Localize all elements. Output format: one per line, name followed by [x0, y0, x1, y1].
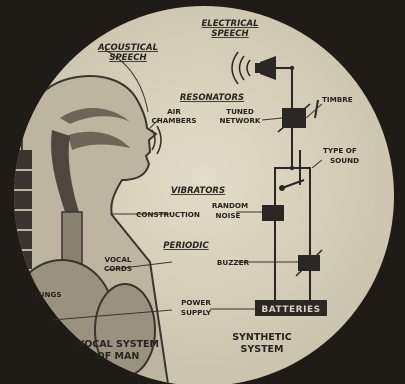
- resonators-label: RESONATORS: [180, 93, 244, 103]
- electrical-label-2: SPEECH: [211, 29, 248, 39]
- vibrators-label: VIBRATORS: [171, 186, 225, 196]
- vocal-system-label-2: OF MAN: [97, 351, 140, 362]
- random-noise-box: [262, 205, 284, 221]
- synthetic-label-2: SYSTEM: [241, 344, 284, 355]
- acoustical-label-1: ACOUSTICAL: [97, 43, 158, 53]
- tuned-label-2: NETWORK: [220, 116, 261, 125]
- timbre-label: TIMBRE: [322, 95, 353, 104]
- random-label-1: RANDOM: [212, 201, 248, 210]
- spine: [14, 150, 32, 384]
- tuned-label-1: TUNED: [226, 107, 254, 116]
- periodic-label: PERIODIC: [163, 241, 209, 251]
- electrical-label-1: ELECTRICAL: [201, 19, 258, 29]
- type-label-1: TYPE OF: [323, 146, 357, 155]
- random-label-2: NOISE: [216, 211, 241, 220]
- vocal-system-label-1: VOCAL SYSTEM: [77, 339, 159, 350]
- batteries-label: BATTERIES: [261, 305, 320, 315]
- acoustical-label-2: SPEECH: [109, 53, 146, 63]
- lungs-label: LUNGS: [34, 290, 61, 299]
- synthetic-label-1: SYNTHETIC: [232, 332, 292, 343]
- power-label-2: SUPPLY: [181, 308, 212, 317]
- vocal-cords-label-2: CORDS: [104, 264, 132, 273]
- construction-label: CONSTRUCTION: [136, 210, 200, 219]
- type-label-2: SOUND: [330, 156, 359, 165]
- vocal-cords-label-1: VOCAL: [105, 255, 132, 264]
- buzzer-label: BUZZER: [217, 258, 250, 267]
- air-label-1: AIR: [167, 107, 181, 116]
- air-label-2: CHAMBERS: [151, 116, 196, 125]
- power-label-1: POWER: [181, 298, 211, 307]
